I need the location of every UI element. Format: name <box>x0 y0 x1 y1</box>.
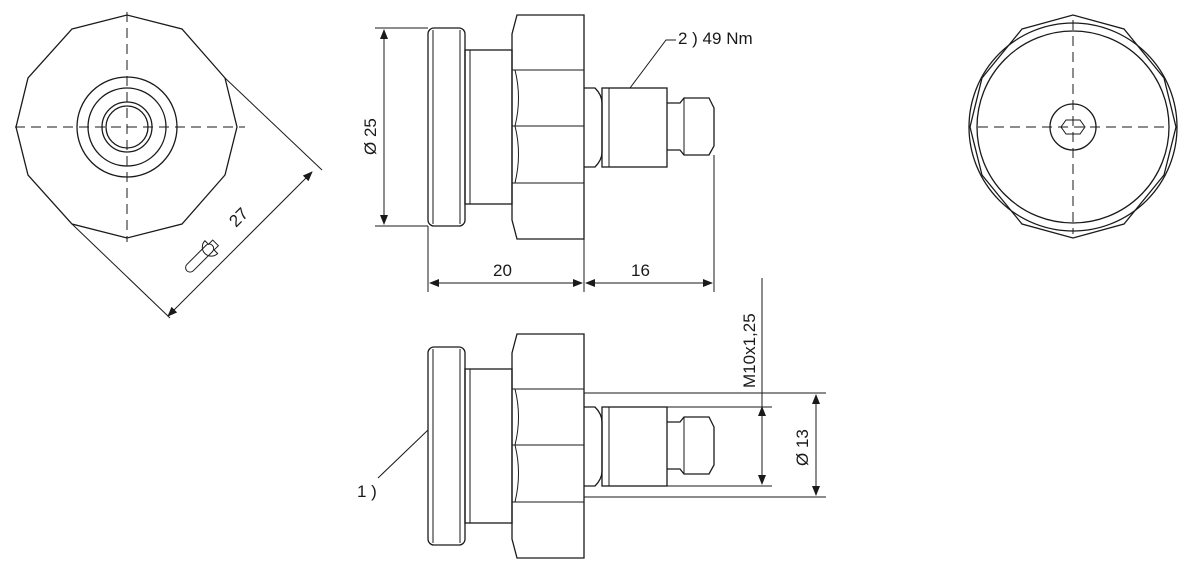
knob-disc-2 <box>427 346 466 546</box>
pin-tip-2 <box>667 416 715 475</box>
wrench-dimension-line <box>167 171 313 317</box>
knob-neck-2 <box>464 368 513 524</box>
wrench-icon <box>185 239 220 273</box>
wrench-extension-line-2 <box>71 223 171 319</box>
hex-body-2 <box>511 333 585 559</box>
spigot <box>584 87 603 168</box>
pin-tip <box>667 97 715 156</box>
hex-body <box>511 14 585 240</box>
bottom-side-view: 1 ) M10x1,25 Ø 13 <box>357 278 826 559</box>
len20-label: 20 <box>493 261 512 280</box>
thread-label: M10x1,25 <box>740 313 759 388</box>
torque-label: 2 ) 49 Nm <box>678 29 753 48</box>
torque-leader <box>629 39 676 89</box>
knob-neck <box>464 49 513 205</box>
right-view-screw-head <box>1049 103 1097 151</box>
spigot-2 <box>584 406 603 487</box>
right-view-polygon <box>969 14 1177 239</box>
wrench-extension-line-1 <box>224 77 323 171</box>
note1-label: 1 ) <box>357 482 377 501</box>
dia25-label: Ø 25 <box>361 118 380 155</box>
left-end-view: 27 <box>15 12 323 319</box>
wrench-size-label: 27 <box>225 204 252 231</box>
dia13-label: Ø 13 <box>793 429 812 466</box>
right-view-inner-circle <box>976 30 1170 224</box>
knob-disc <box>427 27 466 227</box>
top-side-view: 2 ) 49 Nm Ø 25 20 16 <box>361 14 753 292</box>
right-end-view <box>968 14 1178 239</box>
note1-leader <box>377 429 429 479</box>
len16-label: 16 <box>631 261 650 280</box>
